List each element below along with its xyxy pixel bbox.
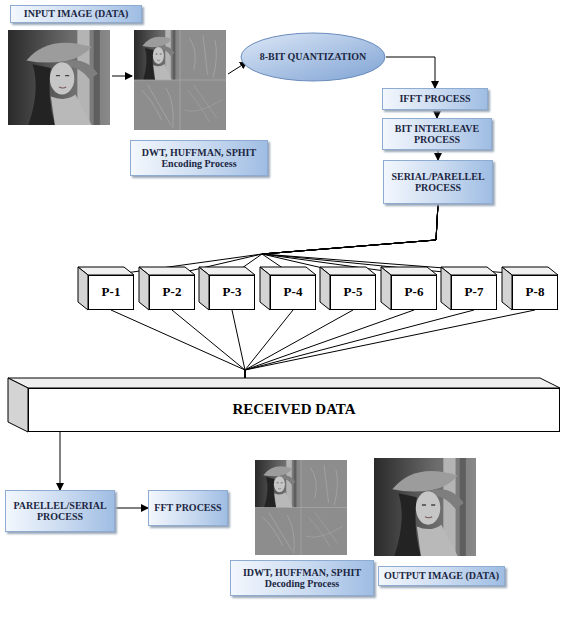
flow-connector — [262, 204, 474, 275]
node-label: P-3 — [223, 285, 242, 300]
node-label: P-1 — [102, 285, 121, 300]
node-label: DWT, HUFFMAN, SPHIT Encoding Process — [131, 146, 267, 171]
process-box: IFFT PROCESS — [382, 88, 488, 110]
flow-connector — [172, 310, 245, 388]
flow-connector — [245, 310, 474, 388]
flow-connector — [245, 310, 293, 388]
flow-connector — [111, 310, 245, 388]
flow-connector — [262, 204, 438, 275]
process-box: DWT, HUFFMAN, SPHIT Encoding Process — [130, 140, 268, 176]
received-data-box: RECEIVED DATA — [28, 388, 560, 432]
node-label: P-6 — [405, 285, 424, 300]
node-label: 8-BIT QUANTIZATION — [260, 51, 367, 63]
flow-arrow — [112, 76, 132, 77]
node-label: INPUT IMAGE (DATA) — [21, 7, 131, 21]
node-label: IFFT PROCESS — [396, 92, 473, 106]
wavelet-image — [255, 460, 347, 555]
flow-connector — [232, 204, 438, 275]
flow-connector — [115, 508, 148, 509]
flow-connector — [262, 204, 438, 275]
process-box: OUTPUT IMAGE (DATA) — [378, 566, 505, 586]
process-box: INPUT IMAGE (DATA) — [10, 5, 142, 23]
output-image — [374, 458, 476, 556]
process-ellipse: 8-BIT QUANTIZATION — [240, 32, 386, 82]
flow-connector — [262, 204, 438, 275]
process-box: BIT INTERLEAVE PROCESS — [382, 118, 492, 150]
flow-connector — [111, 204, 438, 275]
flow-connector — [245, 310, 535, 388]
parallel-channel-box: P-5 — [330, 275, 376, 310]
flow-connector — [437, 110, 438, 118]
node-label: IDWT, HUFFMAN, SPHIT Decoding Process — [231, 566, 373, 591]
flow-connector — [438, 150, 439, 160]
node-label: FFT PROCESS — [151, 501, 224, 515]
parallel-channel-box: P-6 — [391, 275, 437, 310]
node-label: PARELLEL/SERIAL PROCESS — [6, 499, 114, 524]
node-label: BIT INTERLEAVE PROCESS — [383, 122, 491, 147]
node-label: P-5 — [344, 285, 363, 300]
parallel-channel-box: P-7 — [451, 275, 497, 310]
node-label: OUTPUT IMAGE (DATA) — [381, 569, 502, 583]
parallel-channel-box: P-4 — [270, 275, 316, 310]
flow-connector — [262, 204, 535, 275]
flow-connector — [232, 310, 245, 388]
wavelet-image — [134, 30, 226, 130]
parallel-channel-box: P-2 — [149, 275, 195, 310]
process-box: IDWT, HUFFMAN, SPHIT Decoding Process — [230, 560, 374, 596]
node-label: RECEIVED DATA — [232, 401, 355, 418]
process-box: PARELLEL/SERIAL PROCESS — [5, 490, 115, 532]
parallel-channel-box: P-1 — [88, 275, 134, 310]
flow-connector — [245, 310, 353, 388]
process-box: FFT PROCESS — [148, 490, 228, 526]
node-label: SERIAL/PARELLEL PROCESS — [384, 170, 492, 195]
node-label: P-4 — [284, 285, 303, 300]
node-label: P-2 — [163, 285, 182, 300]
process-box: SERIAL/PARELLEL PROCESS — [383, 160, 493, 204]
flow-connector — [60, 432, 61, 490]
flow-connector — [245, 310, 414, 388]
input-image — [8, 30, 110, 125]
parallel-channel-box: P-8 — [512, 275, 558, 310]
flow-connector — [386, 57, 435, 88]
parallel-channel-box: P-3 — [209, 275, 255, 310]
node-label: P-8 — [526, 285, 545, 300]
node-label: P-7 — [465, 285, 484, 300]
